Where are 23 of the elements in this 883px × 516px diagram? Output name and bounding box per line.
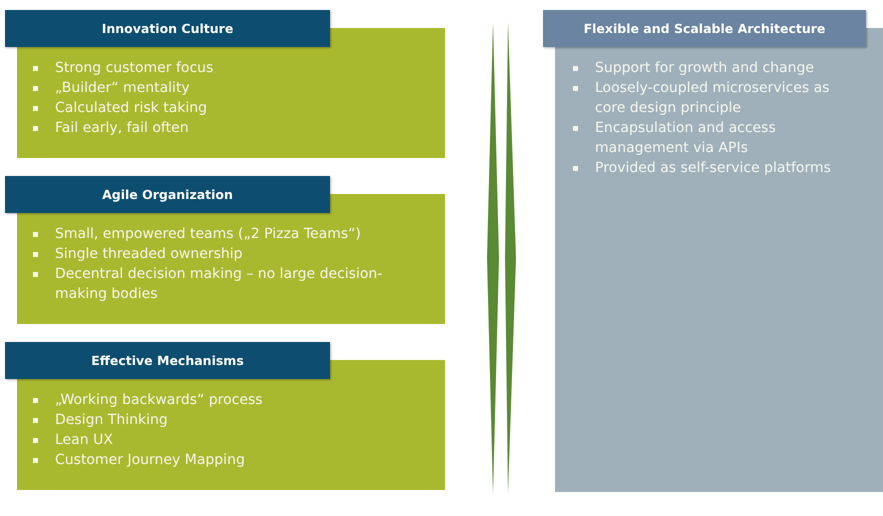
card-heading: Flexible and Scalable Architecture [543,10,866,47]
bullet-item: Lean UX [27,430,419,450]
card-heading: Innovation Culture [5,10,330,47]
topic-card [5,342,445,490]
bullet-item: Calculated risk taking [27,98,419,118]
topic-card [5,10,445,158]
bullet-item: Small, empowered teams („2 Pizza Teams“) [27,224,419,244]
bullet-item: Single threaded ownership [27,244,419,264]
bullet-item: Fail early, fail often [27,118,419,138]
bullet-item: Strong customer focus [27,58,419,78]
card-heading: Effective Mechanisms [5,342,330,379]
topic-card [543,10,883,492]
bullet-item: Support for growth and change [567,58,857,78]
bullet-item: Encapsulation and access management via APIs [567,118,857,158]
bullet-item: „Builder“ mentality [27,78,419,98]
bullet-item: Provided as self-service platforms [567,158,857,178]
bullet-item: Loosely-coupled microservices as core design principle [567,78,857,118]
topic-card [5,176,445,324]
bullet-item: Customer Journey Mapping [27,450,419,470]
bullet-item: Decentral decision making – no large decision-making bodies [27,264,419,304]
bullet-item: Design Thinking [27,410,419,430]
card-heading: Agile Organization [5,176,330,213]
bullet-item: „Working backwards“ process [27,390,419,410]
